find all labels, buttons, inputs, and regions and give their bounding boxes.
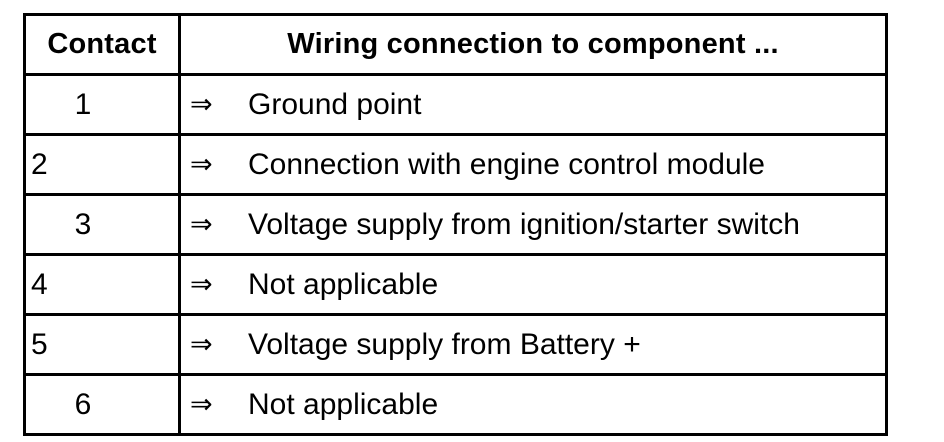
table-header: Contact Wiring connection to component .… (23, 13, 888, 76)
cell-contact-number: 3 (23, 193, 181, 256)
table-header-row: Contact Wiring connection to component .… (23, 13, 888, 76)
table-row: 4 ⇒ Not applicable (23, 253, 888, 316)
wiring-description-text: Ground point (248, 87, 422, 121)
double-right-arrow-icon: ⇒ (190, 329, 213, 359)
cell-wiring-description: ⇒ Not applicable (178, 253, 888, 316)
cell-contact-number: 1 (23, 73, 181, 136)
cell-wiring-description: ⇒ Voltage supply from ignition/starter s… (178, 193, 888, 256)
double-right-arrow-icon: ⇒ (190, 89, 213, 119)
wiring-description-text: Voltage supply from Battery + (248, 327, 641, 361)
cell-wiring-description: ⇒ Not applicable (178, 373, 888, 436)
cell-contact-number: 6 (23, 373, 181, 436)
cell-contact-number: 4 (23, 253, 181, 316)
cell-wiring-description: ⇒ Ground point (178, 73, 888, 136)
table-row: 6 ⇒ Not applicable (23, 373, 888, 436)
wiring-description-text: Not applicable (248, 267, 439, 301)
table-row: 2 ⇒ Connection with engine control modul… (23, 133, 888, 196)
table-row: 5 ⇒ Voltage supply from Battery + (23, 313, 888, 376)
table-row: 1 ⇒ Ground point (23, 73, 888, 136)
table-body: 1 ⇒ Ground point 2 ⇒ Connection with eng… (23, 73, 888, 436)
wiring-description-text: Voltage supply from ignition/starter swi… (248, 207, 800, 241)
column-header-contact: Contact (23, 13, 181, 76)
cell-contact-number: 5 (23, 313, 181, 376)
double-right-arrow-icon: ⇒ (190, 149, 213, 179)
connector-pinout-table: Contact Wiring connection to component .… (23, 13, 888, 436)
table-row: 3 ⇒ Voltage supply from ignition/starter… (23, 193, 888, 256)
column-header-wiring: Wiring connection to component ... (178, 13, 888, 76)
double-right-arrow-icon: ⇒ (190, 389, 213, 419)
cell-wiring-description: ⇒ Connection with engine control module (178, 133, 888, 196)
double-right-arrow-icon: ⇒ (190, 269, 213, 299)
cell-contact-number: 2 (23, 133, 181, 196)
double-right-arrow-icon: ⇒ (190, 209, 213, 239)
wiring-description-text: Connection with engine control module (248, 147, 765, 181)
cell-wiring-description: ⇒ Voltage supply from Battery + (178, 313, 888, 376)
wiring-description-text: Not applicable (248, 387, 439, 421)
